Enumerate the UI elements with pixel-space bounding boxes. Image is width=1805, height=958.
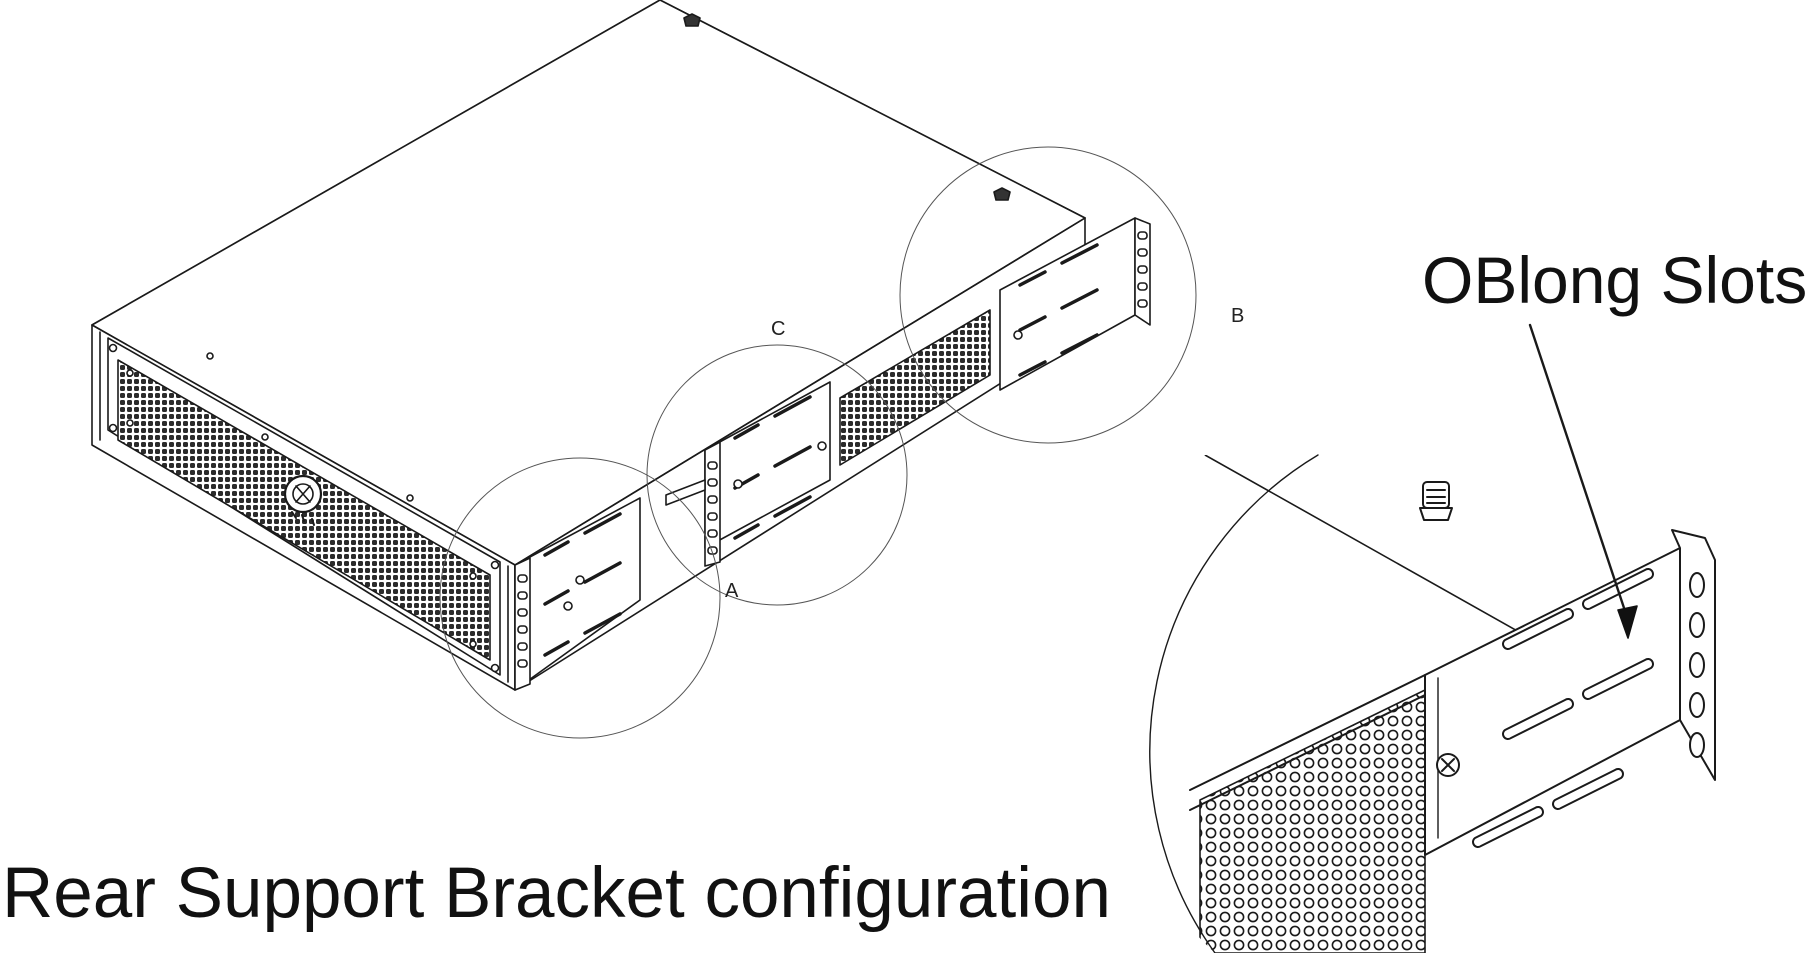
callout-circles <box>439 146 1197 739</box>
bracket-b <box>999 217 1151 391</box>
figure-caption: Rear Support Bracket configuration <box>2 854 1111 933</box>
callout-circle-b <box>899 146 1197 444</box>
front-panel-screws <box>108 343 500 673</box>
detail-view <box>1149 454 1716 954</box>
oblong-slots-label: OBlong Slots <box>1422 243 1805 317</box>
callout-circle-c <box>646 344 908 606</box>
detail-flange-holes <box>1689 572 1705 758</box>
detail-thumbscrew-icon <box>1419 481 1453 521</box>
callout-label-b: B <box>1231 305 1244 327</box>
bracket-c <box>704 381 831 567</box>
side-vent-grille <box>839 309 991 466</box>
oblong-slots-leader-arrow <box>1528 323 1638 639</box>
bracket-a <box>514 497 641 691</box>
key-lock-icon <box>283 474 323 526</box>
callout-label-a: A <box>725 580 739 602</box>
rear-thumbscrews-icon <box>683 13 1011 201</box>
chassis-drawing <box>91 0 1151 691</box>
detail-circle-arc <box>1149 454 1319 954</box>
callout-circle-a <box>439 457 721 739</box>
callout-label-c: C <box>771 318 785 340</box>
detail-screw-icon <box>1436 753 1460 777</box>
oblong-slots <box>1472 568 1654 848</box>
detail-bracket-plate <box>1424 547 1681 856</box>
